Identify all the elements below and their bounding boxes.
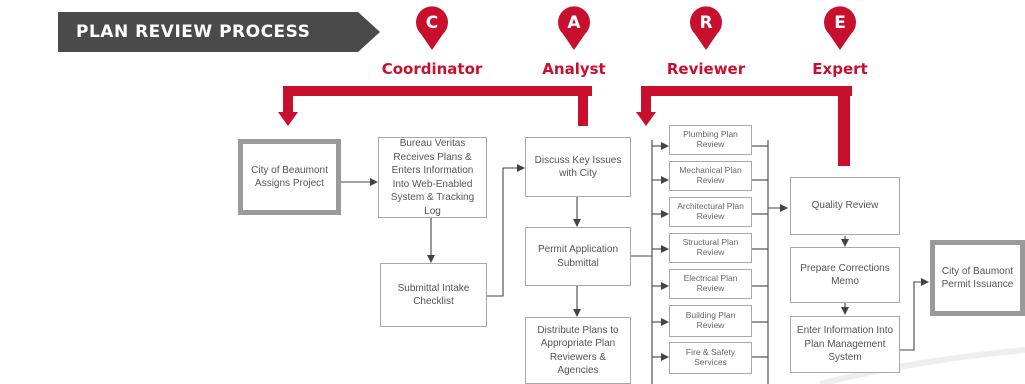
role-pin-a: A — [554, 6, 594, 52]
review-architectural: Architectural Plan Review — [669, 197, 752, 227]
step-discuss-issues: Discuss Key Issues with City — [525, 137, 631, 197]
coordinator-analyst-bracket — [278, 86, 592, 126]
banner-shape — [58, 12, 380, 52]
step-distribute-plans: Distribute Plans to Appropriate Plan Rev… — [525, 317, 631, 384]
banner-title: PLAN REVIEW PROCESS — [76, 22, 311, 42]
role-letter: E — [834, 13, 846, 33]
review-fire-safety: Fire & Safety Services — [669, 342, 752, 374]
reviewer-expert-bracket — [636, 86, 852, 166]
role-label-expert: Expert — [812, 60, 868, 78]
title-banner: PLAN REVIEW PROCESS — [58, 12, 380, 52]
role-label-coordinator: Coordinator — [381, 60, 483, 78]
step-quality-review: Quality Review — [790, 177, 900, 235]
step-receive-plans: Bureau Veritas Receives Plans & Enters I… — [378, 137, 487, 218]
step-assign-project: City of Beaumont Assigns Project — [238, 139, 341, 215]
review-building: Building Plan Review — [669, 305, 752, 337]
role-letter: C — [425, 13, 439, 33]
role-pin-c: C — [412, 6, 452, 52]
role-pin-r: R — [686, 6, 726, 52]
connectors — [340, 140, 929, 384]
step-corrections-memo: Prepare Corrections Memo — [790, 247, 900, 303]
review-structural: Structural Plan Review — [669, 233, 752, 263]
review-electrical: Electrical Plan Review — [669, 269, 752, 299]
review-plumbing: Plumbing Plan Review — [669, 125, 752, 155]
role-letter: R — [699, 13, 713, 33]
review-mechanical: Mechanical Plan Review — [669, 161, 752, 191]
step-permit-application: Permit Application Submittal — [525, 227, 631, 286]
step-permit-issuance: City of Baumont Permit Issuance — [930, 240, 1025, 316]
role-letter: A — [567, 13, 581, 33]
step-intake-checklist: Submittal Intake Checklist — [380, 263, 487, 327]
role-label-analyst: Analyst — [542, 60, 606, 78]
step-enter-information: Enter Information Into Plan Management S… — [790, 316, 900, 373]
role-pin-e: E — [820, 6, 860, 52]
role-label-reviewer: Reviewer — [666, 60, 746, 78]
